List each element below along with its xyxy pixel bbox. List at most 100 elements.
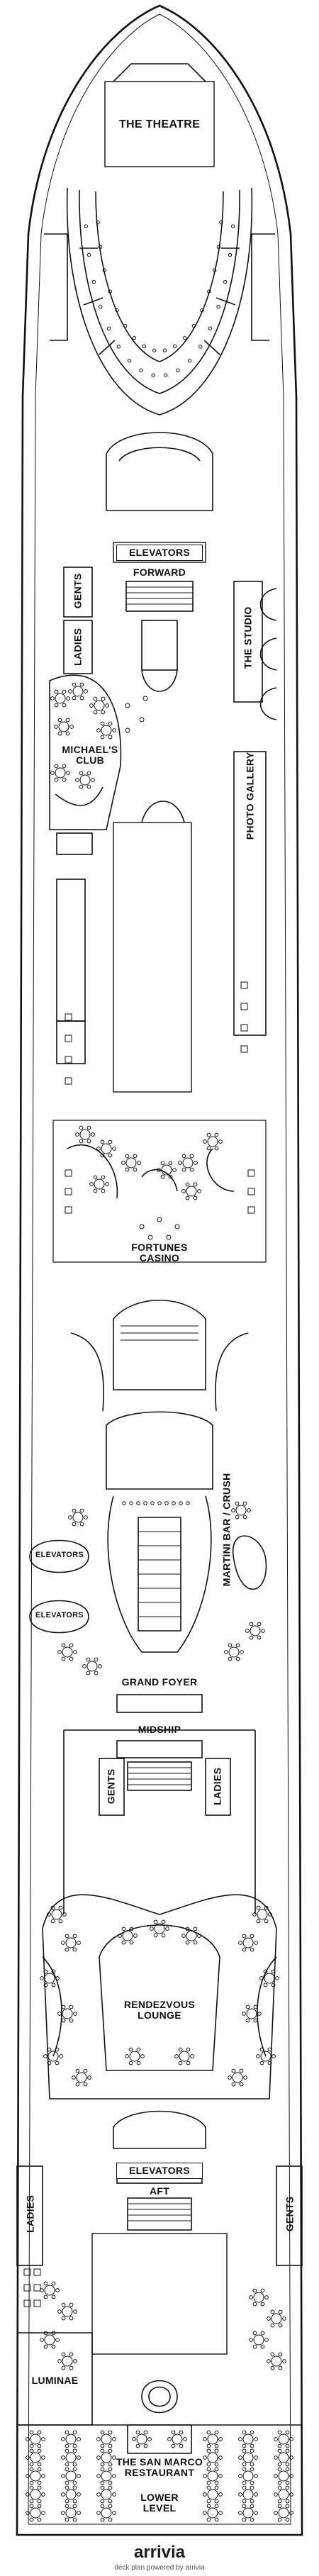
dining-table bbox=[96, 2430, 116, 2448]
slot-machine bbox=[65, 1035, 72, 1042]
dining-table bbox=[203, 2504, 223, 2522]
seat bbox=[98, 245, 103, 250]
powered-by-credit: deck plan powered by arrivia bbox=[114, 2564, 205, 2572]
slot-machine bbox=[240, 1024, 248, 1032]
aft-stair bbox=[127, 2197, 192, 2231]
san-marco-stair bbox=[127, 2424, 192, 2454]
seat bbox=[125, 727, 130, 733]
dining-table bbox=[228, 2068, 247, 2087]
aft-galley-block bbox=[91, 2233, 228, 2355]
seat bbox=[157, 1217, 162, 1222]
dining-table bbox=[203, 2430, 223, 2448]
rendezvous-line-1: RENDEZVOUS bbox=[123, 1999, 196, 2010]
theatre-seating-mid bbox=[79, 189, 240, 394]
seat bbox=[223, 279, 228, 284]
seat bbox=[86, 252, 91, 257]
left-corridor-block bbox=[56, 879, 86, 1022]
dining-table bbox=[61, 2504, 81, 2522]
label-elevators-aft: ELEVATORS bbox=[116, 2163, 203, 2179]
theatre-aisle-right bbox=[203, 247, 240, 355]
theatre-aisle-left bbox=[79, 247, 116, 355]
dining-table bbox=[50, 764, 70, 782]
slot-machine bbox=[65, 1056, 72, 1064]
seat bbox=[96, 220, 100, 225]
seat bbox=[191, 323, 196, 328]
dining-table bbox=[224, 1643, 244, 1661]
seat bbox=[216, 245, 221, 250]
dining-table bbox=[61, 2448, 81, 2467]
seat bbox=[172, 1501, 176, 1505]
forward-semicircle bbox=[141, 669, 178, 692]
seat bbox=[228, 252, 233, 257]
label-midship: MIDSHIP bbox=[138, 1724, 181, 1735]
seat bbox=[179, 1501, 183, 1505]
grand-stair bbox=[138, 1517, 181, 1632]
seating-layer bbox=[23, 220, 293, 2522]
seat bbox=[187, 358, 192, 363]
dining-table bbox=[256, 2047, 276, 2065]
dining-table bbox=[274, 2430, 293, 2448]
seat bbox=[142, 344, 146, 349]
dining-table bbox=[267, 2309, 286, 2328]
forward-void bbox=[141, 620, 178, 671]
seat bbox=[116, 345, 121, 349]
seat bbox=[139, 368, 143, 372]
label-elevators-left-2: ELEVATORS bbox=[35, 1611, 84, 1619]
dining-table bbox=[238, 2430, 258, 2448]
dining-table bbox=[47, 1905, 67, 1924]
seat bbox=[174, 1224, 180, 1230]
seat bbox=[91, 279, 96, 284]
dining-table bbox=[50, 689, 70, 708]
dining-table bbox=[82, 1657, 102, 1675]
dining-table bbox=[238, 2467, 258, 2485]
dining-table bbox=[245, 1622, 265, 1640]
casino-arc-bottom bbox=[113, 1300, 206, 1390]
michaels-club-line-2: CLUB bbox=[75, 754, 105, 766]
casino-arc-lines bbox=[121, 1325, 198, 1341]
casino-slot-ring-left bbox=[67, 1144, 118, 1199]
elevator-lobby-oval-left bbox=[29, 1539, 89, 1573]
label-the-studio: THE STUDIO bbox=[242, 606, 254, 669]
hull-outline bbox=[16, 4, 303, 2536]
left-corridor-block-2 bbox=[56, 1020, 86, 1064]
michaels-club-line-1: MICHAEL'S bbox=[62, 744, 118, 755]
label-michaels-club: MICHAEL'S CLUB bbox=[58, 745, 122, 765]
seat bbox=[115, 308, 119, 313]
dining-table bbox=[61, 2430, 81, 2448]
seat bbox=[162, 348, 167, 352]
fortunes-line-1: FORTUNES bbox=[131, 1242, 188, 1253]
seat bbox=[207, 289, 211, 294]
seat bbox=[139, 1224, 145, 1230]
label-gents-forward: GENTS bbox=[72, 573, 84, 609]
theatre-balcony-right bbox=[251, 233, 275, 341]
midship-walls bbox=[63, 1729, 256, 1914]
dining-table bbox=[75, 1125, 95, 1144]
slot-machine bbox=[33, 2268, 41, 2276]
dining-table bbox=[40, 1969, 60, 1987]
dining-table bbox=[96, 2448, 116, 2467]
dining-table bbox=[26, 2504, 45, 2522]
seat bbox=[147, 1234, 153, 1240]
seat bbox=[122, 1501, 126, 1505]
club-seating-arc bbox=[55, 786, 103, 806]
dining-table bbox=[96, 2485, 116, 2504]
theatre-stage bbox=[104, 81, 215, 167]
dining-table bbox=[68, 682, 88, 701]
lower-level-line-1: LOWER bbox=[140, 2492, 179, 2503]
dining-table bbox=[238, 2485, 258, 2504]
seat bbox=[142, 696, 148, 701]
theatre-entry-inner bbox=[118, 447, 201, 462]
slot-machine bbox=[247, 1206, 255, 1214]
dining-table bbox=[54, 718, 74, 736]
seat bbox=[108, 289, 112, 294]
gents-room-mid bbox=[99, 1758, 125, 1816]
dining-table bbox=[132, 2430, 152, 2448]
theatre-stage-top bbox=[113, 63, 206, 82]
label-gents-aft: GENTS bbox=[284, 2196, 296, 2232]
dining-table bbox=[40, 2281, 60, 2299]
casino-outline bbox=[52, 1120, 267, 1263]
slot-machine bbox=[240, 1045, 248, 1053]
forward-stair bbox=[125, 581, 194, 612]
dining-table bbox=[178, 1154, 198, 1172]
studio-arcs bbox=[259, 588, 277, 720]
